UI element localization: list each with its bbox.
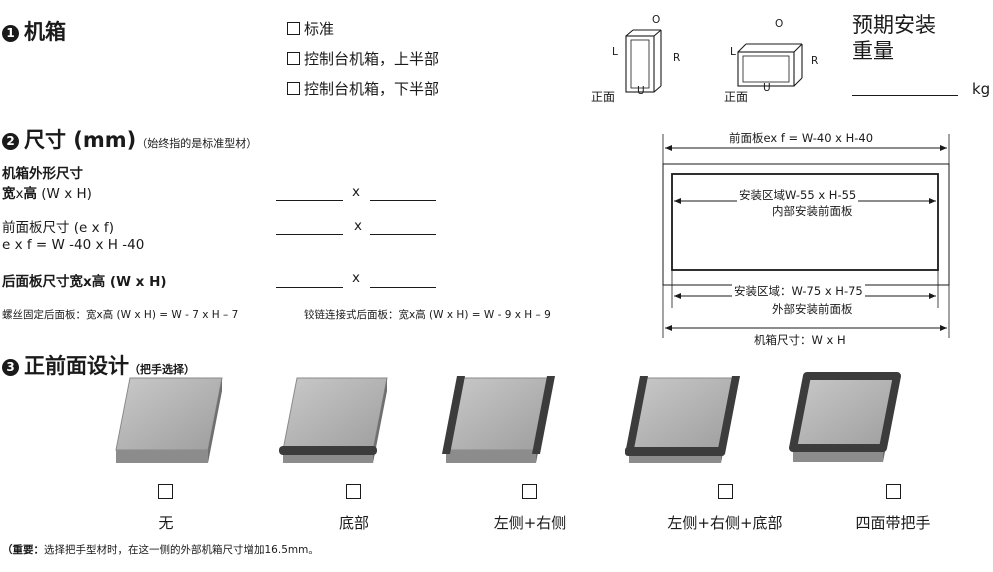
section1-title-text: 机箱 bbox=[24, 20, 66, 44]
outer-height-input[interactable] bbox=[370, 200, 436, 201]
front-panel-width-input[interactable] bbox=[276, 234, 343, 235]
weight-label: 预期安装 重量 bbox=[852, 12, 936, 64]
front-panel-separator: x bbox=[354, 218, 362, 234]
option-console-upper-label: 控制台机箱，上半部 bbox=[304, 50, 440, 68]
important-note: （重要：选择把手型材时，在这一侧的外部机箱尺寸增加16.5mm。 bbox=[2, 542, 319, 557]
outer-separator: x bbox=[352, 184, 360, 200]
front-panel-label: 前面板尺寸 (e x f) bbox=[2, 220, 114, 236]
rear-panel-label: 后面板尺寸宽x高 (W x H) bbox=[2, 274, 167, 290]
handle-bottom-label: 底部 bbox=[338, 514, 369, 532]
outer-x-word: x bbox=[15, 186, 24, 202]
screw-rear-panel-note: 螺丝固定后面板：宽x高 (W x H) = W - 7 x H – 7 bbox=[2, 309, 239, 321]
outer-wh-word: (W x H) bbox=[37, 186, 92, 202]
outer-dimension-sublabel: 宽x高 (W x H) bbox=[2, 182, 92, 202]
option-standard[interactable]: 标准 bbox=[287, 18, 334, 39]
weight-label-line2: 重量 bbox=[852, 39, 894, 63]
option-console-lower-label: 控制台机箱，下半部 bbox=[304, 80, 440, 98]
checkbox-console-upper[interactable] bbox=[287, 52, 300, 65]
important-note-prefix: （重要： bbox=[2, 544, 44, 556]
diagram1-label-top: O bbox=[652, 14, 661, 26]
checkbox-console-lower[interactable] bbox=[287, 82, 300, 95]
handle-left-right-bottom-checkbox[interactable] bbox=[718, 484, 733, 499]
hinge-rear-panel-note: 铰链连接式后面板：宽x高 (W x H) = W - 9 x H – 9 bbox=[304, 309, 551, 321]
front-panel-formula: e x f = W -40 x H -40 bbox=[2, 237, 145, 253]
handle-four-sides-checkbox[interactable] bbox=[886, 484, 901, 499]
handle-bottom-checkbox[interactable] bbox=[346, 484, 361, 499]
diagram1-label-bottom: U bbox=[637, 85, 645, 97]
section2-title-text: 尺寸 (mm) bbox=[24, 128, 137, 152]
diagram1-label-front: 正面 bbox=[591, 90, 616, 104]
diagram-inner-area-label: 安装区域W-55 x H-55 bbox=[737, 187, 859, 203]
outer-height-word: 高 bbox=[23, 186, 38, 202]
handle-none-icon bbox=[115, 377, 223, 463]
diagram-front-panel-label: 前面板ex f = W-40 x H-40 bbox=[727, 130, 876, 146]
diagram2-label-left: L bbox=[730, 46, 736, 58]
diagram-enclosure-label: 机箱尺寸：W x H bbox=[752, 332, 848, 348]
handle-left-right-label: 左侧+右侧 bbox=[493, 514, 567, 532]
section3-number: 3 bbox=[2, 359, 19, 376]
handle-four-sides-label: 四面带把手 bbox=[855, 514, 931, 532]
handle-bottom-icon bbox=[279, 377, 388, 463]
rear-panel-separator: x bbox=[352, 270, 360, 286]
handle-none-checkbox[interactable] bbox=[158, 484, 173, 499]
checkbox-standard[interactable] bbox=[287, 22, 300, 35]
outer-dimension-label: 机箱外形尺寸 bbox=[2, 166, 83, 182]
section2-note: （始终指的是标准型材） bbox=[136, 137, 258, 150]
section2-number: 2 bbox=[2, 133, 19, 150]
section3-title: 3 正前面设计（把手选择） bbox=[2, 350, 195, 380]
section1-title: 1 机箱 bbox=[2, 16, 66, 46]
section3-note: （把手选择） bbox=[129, 363, 195, 376]
handle-left-right-icon bbox=[442, 376, 555, 463]
section1-number: 1 bbox=[2, 25, 19, 42]
outer-width-word: 宽 bbox=[2, 186, 16, 202]
handle-left-right-bottom-icon bbox=[625, 376, 740, 463]
section2-title: 2 尺寸 (mm)（始终指的是标准型材） bbox=[2, 124, 257, 154]
weight-label-line1: 预期安装 bbox=[852, 13, 936, 37]
handle-illustrations bbox=[115, 372, 901, 463]
diagram2-label-front: 正面 bbox=[724, 90, 749, 104]
rear-panel-height-input[interactable] bbox=[370, 287, 436, 288]
diagram-outer-panel-label: 外部安装前面板 bbox=[770, 301, 855, 317]
diagram2-label-bottom: U bbox=[763, 82, 771, 94]
option-console-upper[interactable]: 控制台机箱，上半部 bbox=[287, 48, 439, 69]
diagram2-label-top: O bbox=[775, 18, 784, 30]
handle-four-sides-icon bbox=[789, 372, 901, 462]
handle-left-right-bottom-label: 左侧+右侧+底部 bbox=[667, 514, 783, 532]
option-standard-label: 标准 bbox=[304, 20, 335, 38]
handle-left-right-checkbox[interactable] bbox=[522, 484, 537, 499]
rear-panel-width-input[interactable] bbox=[276, 287, 343, 288]
outer-width-input[interactable] bbox=[276, 200, 343, 201]
orientation-diagram-upright bbox=[625, 29, 662, 93]
front-panel-height-input[interactable] bbox=[370, 234, 436, 235]
important-note-text: 选择把手型材时，在这一侧的外部机箱尺寸增加16.5mm。 bbox=[44, 544, 319, 556]
handle-none-label: 无 bbox=[158, 514, 174, 532]
section3-title-text: 正前面设计 bbox=[24, 354, 129, 378]
diagram2-label-right: R bbox=[811, 55, 819, 67]
option-console-lower[interactable]: 控制台机箱，下半部 bbox=[287, 78, 439, 99]
diagram-outer-area-label: 安装区域：W-75 x H-75 bbox=[732, 283, 865, 299]
weight-unit: kg bbox=[972, 80, 991, 98]
diagram1-label-left: L bbox=[612, 46, 618, 58]
orientation-diagram-wide bbox=[737, 43, 803, 87]
weight-input-line[interactable] bbox=[852, 95, 958, 96]
diagram1-label-right: R bbox=[673, 52, 681, 64]
diagram-inner-panel-label: 内部安装前面板 bbox=[770, 203, 855, 219]
